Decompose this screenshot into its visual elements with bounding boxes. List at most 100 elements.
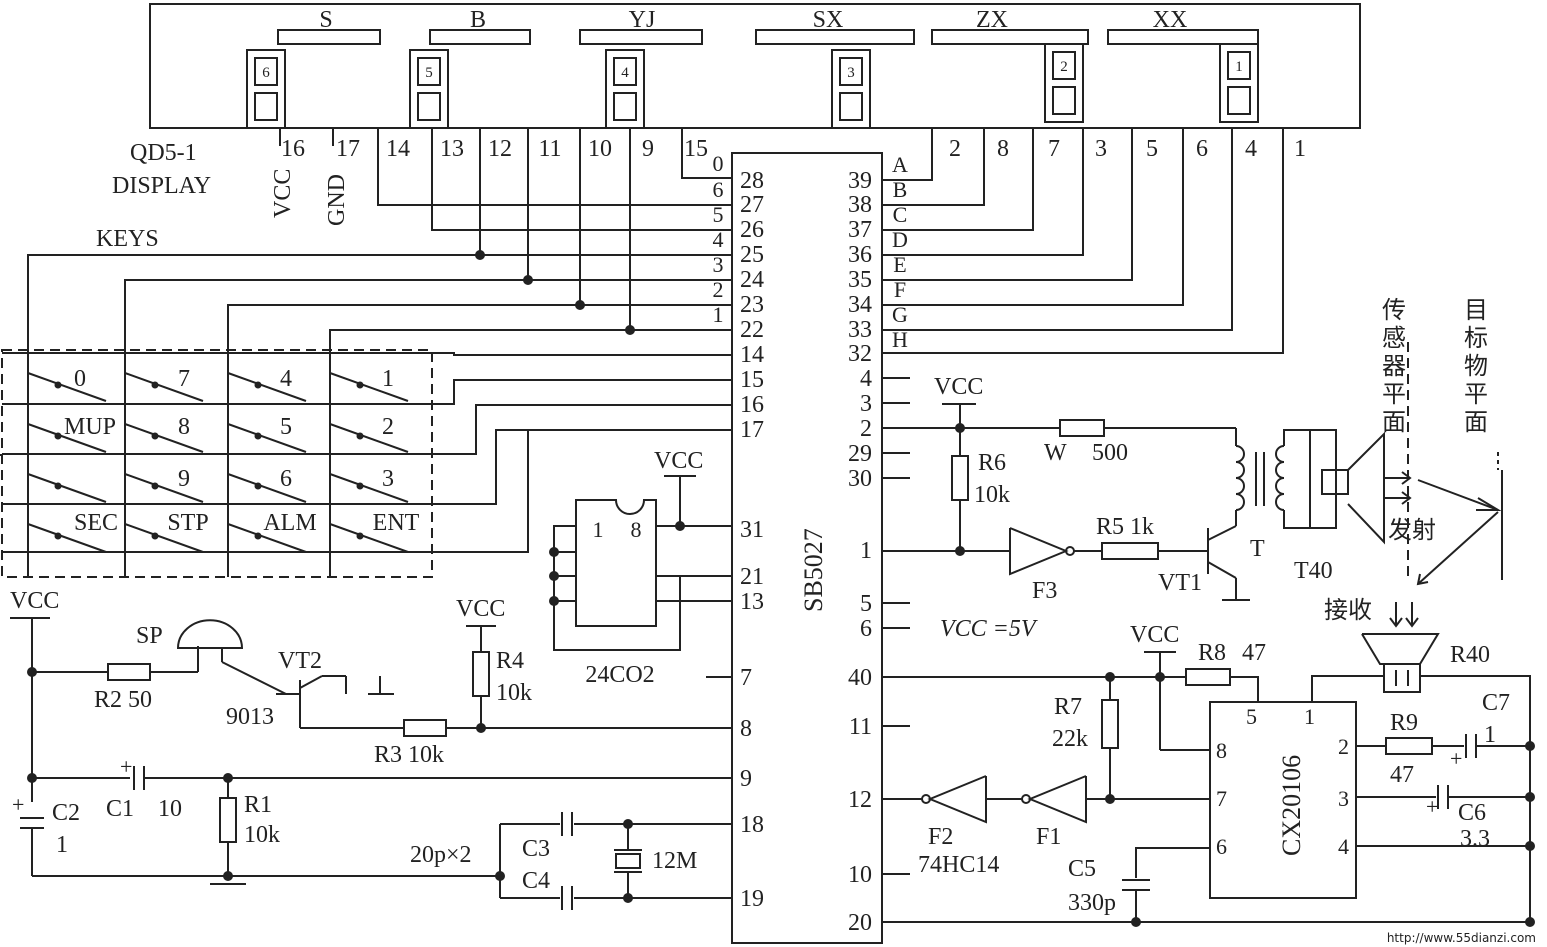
unit-label-yj: YJ	[629, 7, 656, 33]
c7-label: C7	[1482, 690, 1510, 716]
r6-label: R6	[978, 450, 1006, 476]
display-pin-6: 6	[1196, 136, 1208, 162]
eeprom-vcc: VCC	[654, 448, 703, 474]
key-8[interactable]: 8	[178, 414, 190, 440]
key-0[interactable]: 0	[74, 366, 86, 392]
mcu-sb5027-box	[731, 152, 883, 944]
sensor-plane-label: 传感器平面	[1382, 296, 1406, 436]
display-gnd-label: GND	[324, 174, 350, 226]
mcu-pin-28: 28	[740, 168, 764, 194]
key-switch-contact	[329, 372, 409, 402]
cx-pin-7: 7	[1216, 786, 1227, 811]
unit-label-sx: SX	[813, 7, 844, 33]
eeprom-pin1: 1	[593, 517, 604, 542]
seven-segment-digit	[605, 49, 645, 129]
key-ent[interactable]: ENT	[373, 510, 420, 536]
key-6[interactable]: 6	[280, 466, 292, 492]
mcu-bus-e: E	[893, 252, 906, 277]
digit-number-5: 5	[425, 65, 433, 81]
t-label: T	[1250, 536, 1265, 562]
f1-label: F1	[1036, 824, 1061, 850]
digit-number-3: 3	[847, 65, 855, 81]
r4-value: 10k	[496, 680, 532, 706]
mcu-pin-3: 3	[860, 391, 872, 417]
mcu-pin-27: 27	[740, 192, 764, 218]
mcu-bus-d: D	[892, 227, 908, 252]
beam-arrows	[1384, 471, 1502, 628]
key-stp[interactable]: STP	[167, 510, 208, 536]
display-pin-3: 3	[1095, 136, 1107, 162]
keys-title: KEYS	[96, 226, 159, 252]
display-pin-7: 7	[1048, 136, 1060, 162]
mcu-bus-c: C	[893, 202, 908, 227]
mcu-pin-39: 39	[848, 168, 872, 194]
key-7[interactable]: 7	[178, 366, 190, 392]
mcu-pin-37: 37	[848, 217, 872, 243]
key-alm[interactable]: ALM	[263, 510, 316, 536]
mcu-pin-32: 32	[848, 341, 872, 367]
display-pin-11: 11	[538, 136, 561, 162]
junction-dots-transmit	[955, 423, 965, 556]
key-switch-contact	[124, 473, 204, 503]
key-switch-contact	[27, 372, 107, 402]
key-switch-pivot	[356, 482, 364, 490]
key-switch-pivot	[254, 482, 262, 490]
mcu-pin-17: 17	[740, 417, 764, 443]
r2-label: R2 50	[94, 687, 152, 713]
transmit-circuit	[942, 403, 1385, 601]
segment-window-upper	[254, 57, 278, 86]
mcu-bus-a: A	[892, 152, 908, 177]
key-switch-pivot	[151, 381, 159, 389]
c3-label: C3	[522, 836, 550, 862]
mcu-pin-14: 14	[740, 342, 764, 368]
key-switch-contact	[27, 473, 107, 503]
key-switch-contact	[124, 523, 204, 553]
key-switch-pivot	[54, 532, 62, 540]
mcu-pin-15: 15	[740, 367, 764, 393]
key-1[interactable]: 1	[382, 366, 394, 392]
unit-label-xx: XX	[1153, 7, 1188, 33]
key-sec[interactable]: SEC	[74, 510, 118, 536]
key-switch-pivot	[151, 532, 159, 540]
mcu-pin-34: 34	[848, 292, 872, 318]
key-3[interactable]: 3	[382, 466, 394, 492]
eeprom-name: 24CO2	[585, 662, 654, 688]
mcu-pin-2: 2	[860, 416, 872, 442]
mcu-pin-29: 29	[848, 441, 872, 467]
mcu-bus-b: B	[893, 177, 908, 202]
c6-value: 3.3	[1460, 826, 1490, 852]
key-switch-pivot	[54, 432, 62, 440]
mcu-pin-8: 8	[740, 716, 752, 742]
mcu-pin-22: 22	[740, 317, 764, 343]
segment-window-upper	[1052, 51, 1076, 80]
vcc-left-label: VCC	[10, 588, 59, 614]
emit-label: 发射	[1388, 516, 1436, 544]
vcc-note: VCC =5V	[940, 616, 1038, 642]
vt1-label: VT1	[1158, 570, 1202, 596]
segment-window-lower	[1227, 86, 1251, 115]
mcu-pin-21: 21	[740, 564, 764, 590]
segment-window-lower	[1052, 86, 1076, 115]
key-2[interactable]: 2	[382, 414, 394, 440]
mcu-pin-33: 33	[848, 317, 872, 343]
mcu-pin-36: 36	[848, 242, 872, 268]
mcu-name: SB5027	[799, 528, 828, 612]
watermark: http://www.55dianzi.com	[1387, 931, 1536, 945]
display-pin-13: 13	[440, 136, 464, 162]
display-pin-12: 12	[488, 136, 512, 162]
key-9[interactable]: 9	[178, 466, 190, 492]
key-switch-pivot	[151, 432, 159, 440]
key-switch-contact	[329, 423, 409, 453]
c6-plus: +	[1426, 794, 1438, 819]
mcu-pin-16: 16	[740, 392, 764, 418]
w-value: 500	[1092, 440, 1128, 466]
c1-value: 10	[158, 796, 182, 822]
key-switch-contact	[329, 473, 409, 503]
key-mup[interactable]: MUP	[64, 414, 116, 440]
key-4[interactable]: 4	[280, 366, 292, 392]
r8-label: R8	[1198, 640, 1226, 666]
unit-label-b: B	[470, 7, 486, 33]
key-5[interactable]: 5	[280, 414, 292, 440]
r7-label: R7	[1054, 694, 1082, 720]
segment-window-upper	[1227, 51, 1251, 80]
